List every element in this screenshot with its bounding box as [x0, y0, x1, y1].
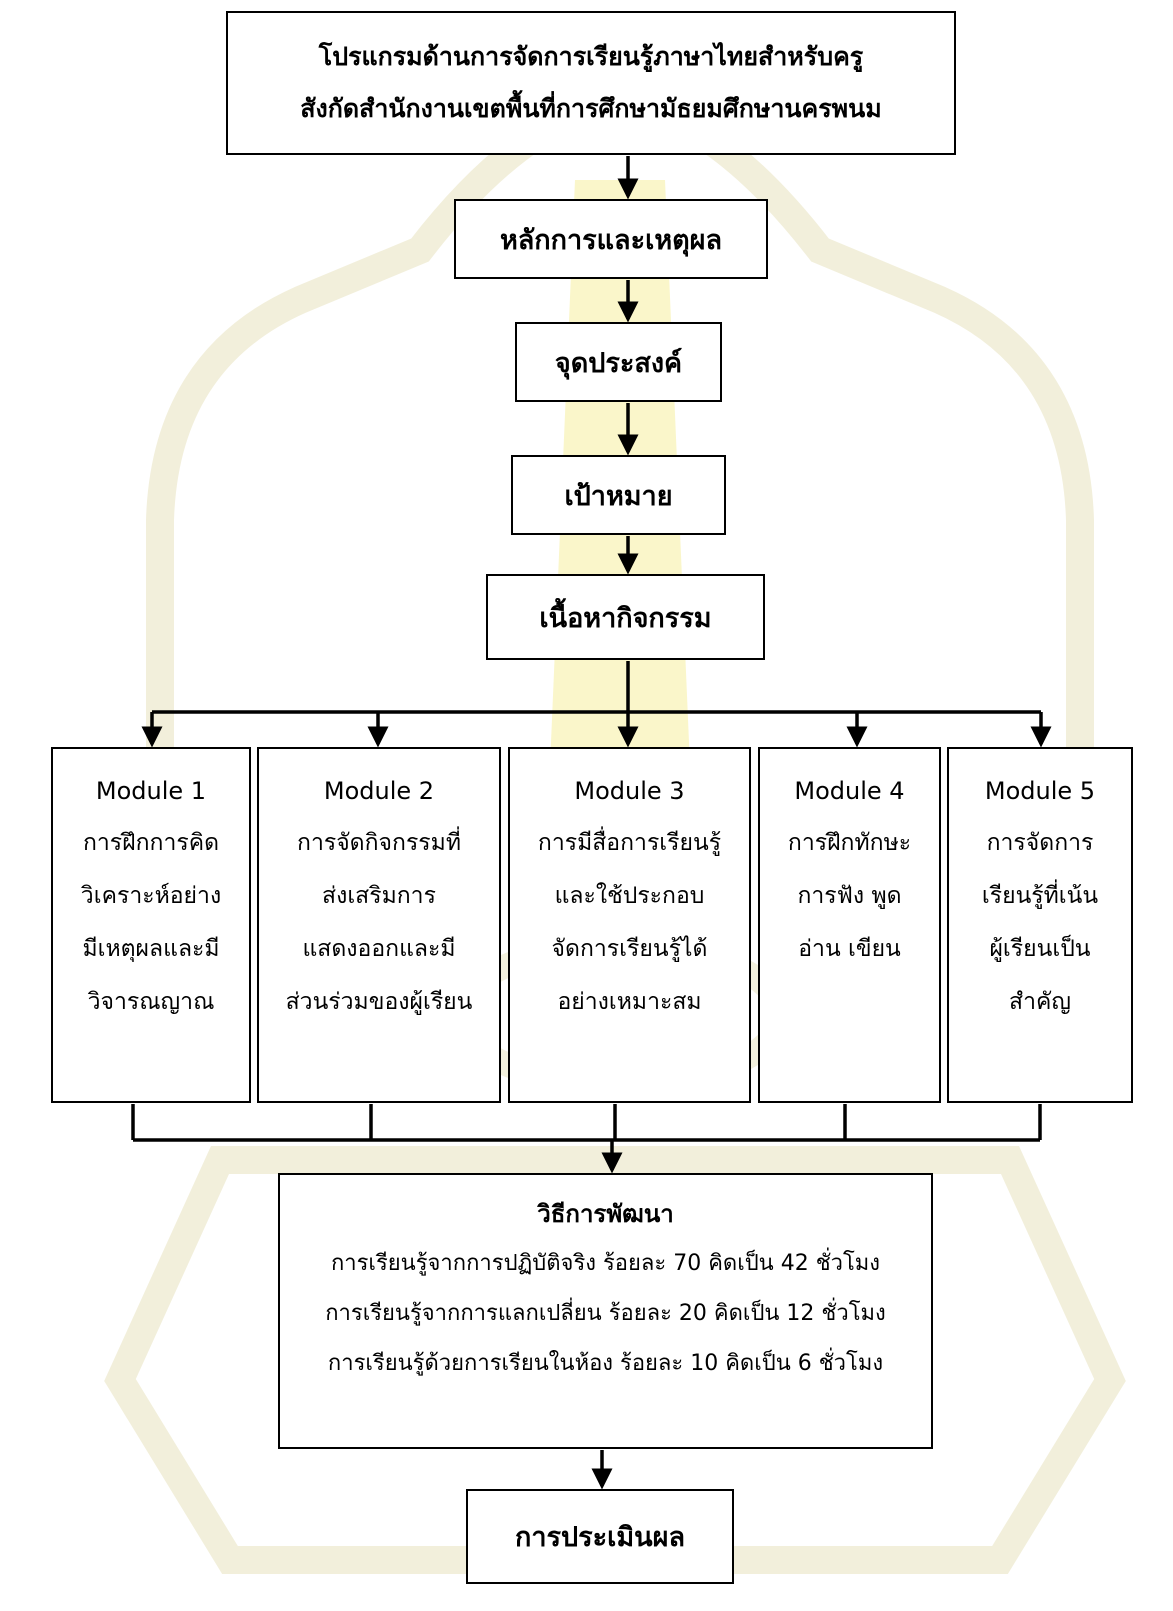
module-1-line-3: มีเหตุผลและมี — [82, 936, 220, 962]
module-4-line-1: การฝึกทักษะ — [787, 830, 912, 856]
module-5-title: Module 5 — [984, 777, 1096, 805]
module-3-line-2: และใช้ประกอบ — [554, 883, 705, 909]
module-3-box: Module 3 การมีสื่อการเรียนรู้ และใช้ประก… — [508, 747, 751, 1103]
objectives-box: จุดประสงค์ — [515, 322, 722, 402]
goals-box: เป้าหมาย — [511, 455, 726, 535]
activities-label: เนื้อหากิจกรรม — [539, 602, 712, 634]
module-5-line-4: สำคัญ — [1009, 989, 1071, 1015]
module-2-line-3: แสดงออกและมี — [302, 936, 456, 962]
development-line-practice: การเรียนรู้จากการปฏิบัติจริง ร้อยละ 70 ค… — [330, 1251, 881, 1276]
module-2-box: Module 2 การจัดกิจกรรมที่ ส่งเสริมการ แส… — [257, 747, 501, 1103]
module-3-line-4: อย่างเหมาะสม — [557, 989, 702, 1015]
development-method-heading: วิธีการพัฒนา — [537, 1200, 674, 1228]
development-line-exchange: การเรียนรู้จากการแลกเปลี่ยน ร้อยละ 20 คิ… — [325, 1301, 886, 1326]
module-2-line-2: ส่งเสริมการ — [322, 883, 436, 909]
module-1-line-2: วิเคราะห์อย่าง — [80, 883, 222, 909]
program-title-line-1: โปรแกรมด้านการจัดการเรียนรู้ภาษาไทยสำหรั… — [318, 42, 864, 71]
module-5-line-1: การจัดการ — [986, 830, 1094, 856]
module-4-line-3: อ่าน เขียน — [798, 936, 901, 962]
goals-label: เป้าหมาย — [564, 480, 673, 512]
module-3-line-3: จัดการเรียนรู้ได้ — [551, 936, 708, 962]
activities-box: เนื้อหากิจกรรม — [486, 574, 765, 660]
evaluation-label: การประเมินผล — [514, 1522, 685, 1553]
program-title-line-2: สังกัดสำนักงานเขตพื้นที่การศึกษามัธยมศึก… — [300, 94, 882, 123]
module-5-box: Module 5 การจัดการ เรียนรู้ที่เน้น ผู้เร… — [947, 747, 1133, 1103]
module-3-line-1: การมีสื่อการเรียนรู้ — [537, 830, 722, 856]
principles-label: หลักการและเหตุผล — [499, 224, 723, 256]
module-1-title: Module 1 — [95, 777, 207, 805]
module-1-line-1: การฝึกการคิด — [82, 830, 220, 856]
module-2-title: Module 2 — [323, 777, 435, 805]
module-2-line-4: ส่วนร่วมของผู้เรียน — [285, 989, 473, 1015]
module-4-title: Module 4 — [794, 777, 905, 805]
module-4-box: Module 4 การฝึกทักษะ การฟัง พูด อ่าน เขี… — [758, 747, 941, 1103]
module-5-line-3: ผู้เรียนเป็น — [989, 936, 1091, 962]
module-2-line-1: การจัดกิจกรรมที่ — [297, 830, 461, 856]
objectives-label: จุดประสงค์ — [554, 347, 683, 379]
module-1-box: Module 1 การฝึกการคิด วิเคราะห์อย่าง มีเ… — [51, 747, 251, 1103]
principles-box: หลักการและเหตุผล — [454, 199, 768, 279]
program-title-box: โปรแกรมด้านการจัดการเรียนรู้ภาษาไทยสำหรั… — [226, 11, 956, 155]
evaluation-box: การประเมินผล — [466, 1489, 734, 1584]
development-method-box: วิธีการพัฒนา การเรียนรู้จากการปฏิบัติจริ… — [278, 1173, 933, 1449]
module-3-title: Module 3 — [574, 777, 685, 805]
module-1-line-4: วิจารณญาณ — [87, 989, 215, 1015]
module-5-line-2: เรียนรู้ที่เน้น — [981, 883, 1099, 909]
module-4-line-2: การฟัง พูด — [797, 883, 902, 909]
development-line-classroom: การเรียนรู้ด้วยการเรียนในห้อง ร้อยละ 10 … — [327, 1351, 884, 1376]
